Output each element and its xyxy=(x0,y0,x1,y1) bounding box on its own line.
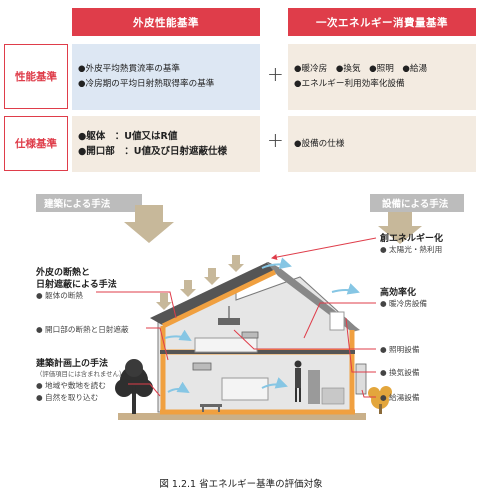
planning-item-nature: ● 自然を取り込む xyxy=(36,393,99,402)
window xyxy=(194,337,258,353)
spec-energy-item: ●設備の仕様 xyxy=(294,138,345,149)
performance-envelope-item: ●外皮平均熱貫流率の基準 xyxy=(78,64,181,74)
spec-envelope-item: ●開口部 ：U値及び日射遮蔽仕様 xyxy=(78,146,228,157)
leader-line xyxy=(271,237,377,261)
performance-energy-item: ●エネルギー利用効率化設備 xyxy=(294,79,405,89)
figure-caption: 図 1.2.1 省エネルギー基準の評価対象 xyxy=(159,479,323,490)
house-diagram xyxy=(96,205,422,420)
performance-envelope-cell: ●外皮平均熱貫流率の基準 ●冷房期の平均日射熱取得率の基準 xyxy=(72,44,260,110)
spec-envelope-item: ●躯体 ：U値又はR値 xyxy=(78,131,178,142)
leader-line xyxy=(128,383,161,397)
window xyxy=(221,377,269,401)
air-conditioner-icon xyxy=(192,362,212,371)
banner-architectural-method: 建築による手法 xyxy=(36,194,142,212)
leader-line xyxy=(146,327,169,361)
planning-note: （評価項目には含まれません） xyxy=(36,370,126,378)
fridge-icon xyxy=(308,370,320,404)
ground xyxy=(118,413,366,420)
efficiency-title: 高効率化 xyxy=(380,288,417,298)
hvac-item: ● 暖冷房設備 xyxy=(380,299,428,308)
spec-energy-cell: ●設備の仕様 xyxy=(288,116,476,172)
planning-method-title: 建築計画上の手法 xyxy=(36,359,109,369)
tree-icon xyxy=(115,359,153,414)
header-envelope-standard: 外皮性能基準 xyxy=(72,8,260,36)
cabinet-icon xyxy=(321,387,345,405)
leader-line xyxy=(233,329,376,350)
performance-energy-cell: ●暖冷房 ●換気 ●照明 ●給湯 ●エネルギー利用効率化設備 xyxy=(288,44,476,110)
plus-sign: + xyxy=(267,62,284,86)
envelope-method-title-2: 日射遮蔽による手法 xyxy=(36,280,117,290)
opening-item: ● 開口部の断熱と日射遮蔽 xyxy=(36,325,129,334)
envelope-method-title-1: 外皮の断熱と xyxy=(36,268,91,278)
banner-equipment-method: 設備による手法 xyxy=(370,194,464,212)
water-heater-icon xyxy=(355,363,367,395)
sun-arrows xyxy=(156,255,244,310)
leader-line xyxy=(96,291,177,319)
ventilation-item: ● 換気設備 xyxy=(380,368,420,377)
hot-water-item: ● 給湯設備 xyxy=(380,393,420,402)
energy-creation-title: 創エネルギー化 xyxy=(380,234,444,244)
air-flow xyxy=(164,257,360,394)
leader-line xyxy=(303,302,376,339)
row-label-performance: 性能基準 xyxy=(4,44,68,109)
plant-icon xyxy=(368,386,392,414)
roof xyxy=(150,262,280,326)
performance-envelope-item: ●冷房期の平均日射熱取得率の基準 xyxy=(78,79,215,89)
table-icon xyxy=(200,404,222,407)
window xyxy=(329,311,345,331)
down-arrow-icon xyxy=(124,205,174,243)
leader-line xyxy=(345,317,376,373)
plus-sign: + xyxy=(267,128,284,152)
light-icon xyxy=(218,306,240,325)
planning-item-site: ● 地域や敷地を読む xyxy=(36,381,106,390)
performance-energy-item: ●暖冷房 ●換気 ●照明 ●給湯 xyxy=(294,64,428,74)
envelope-insulation-item: ● 躯体の断熱 xyxy=(36,291,84,300)
down-arrow-icon xyxy=(378,212,422,244)
lighting-item: ● 照明設備 xyxy=(380,345,420,354)
person-icon xyxy=(294,360,302,402)
air-conditioner-icon xyxy=(241,331,259,339)
row-label-specification: 仕様基準 xyxy=(4,116,68,171)
leader-line xyxy=(361,389,376,398)
solar-item: ● 太陽光・熱利用 xyxy=(380,245,443,254)
header-energy-standard: 一次エネルギー消費量基準 xyxy=(288,8,476,36)
spec-envelope-cell: ●躯体 ：U値又はR値 ●開口部 ：U値及び日射遮蔽仕様 xyxy=(72,116,260,172)
